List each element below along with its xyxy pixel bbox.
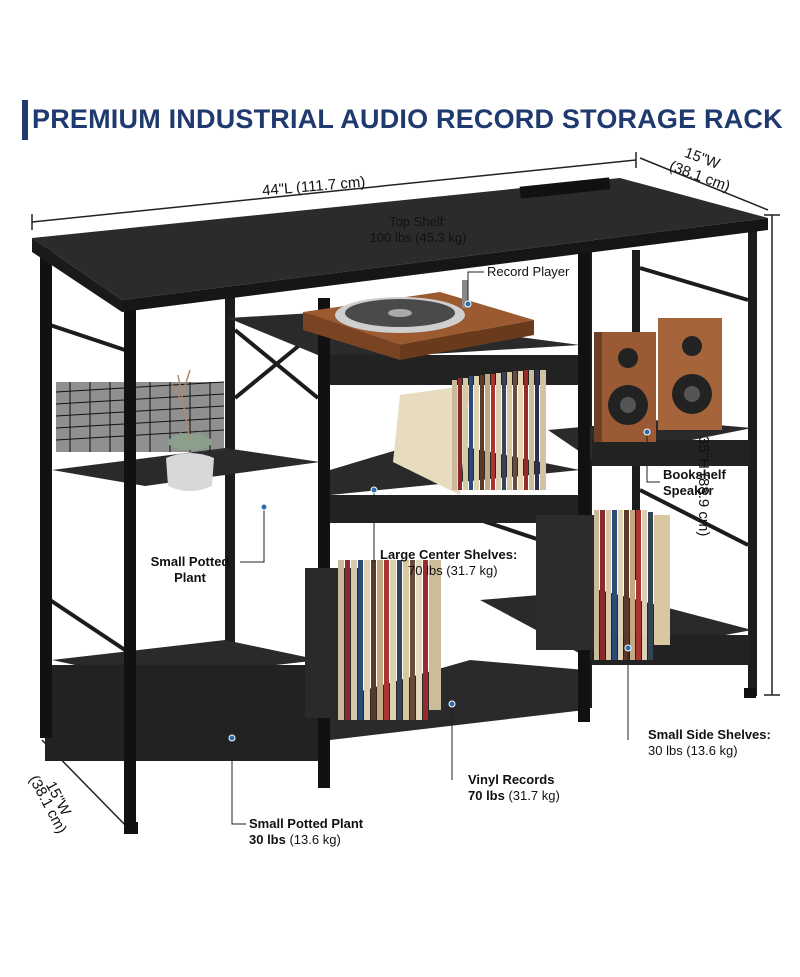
vinyl-records-right (536, 510, 670, 660)
bookshelf-speaker-label: Bookshelf Speaker (663, 467, 726, 499)
top-shelf-label-weight: 100 lbs (45.3 kg) (369, 230, 467, 245)
page-title: PREMIUM INDUSTRIAL AUDIO RECORD STORAGE … (32, 104, 783, 134)
small-potted-plant-label-line1: Small Potted (150, 554, 230, 569)
small-potted-plant-label: Small Potted Plant (142, 554, 238, 586)
bookshelf-speaker-label-line2: Speaker (663, 483, 714, 498)
front-left-leg (40, 248, 52, 728)
small-potted-plant-bottom-weight-rest: (13.6 kg) (285, 832, 341, 847)
power-strip (519, 177, 611, 199)
vinyl-records-middle (393, 370, 546, 495)
large-center-shelves-weight: 70 lbs (31.7 kg) (408, 563, 498, 578)
vinyl-records-label: Vinyl Records 70 lbs (31.7 kg) (468, 772, 560, 804)
potted-plant (166, 369, 214, 491)
bookshelf-speakers (594, 318, 722, 442)
small-side-shelves-weight: 30 lbs (13.6 kg) (648, 743, 738, 758)
callout-dots (228, 300, 651, 742)
small-potted-plant-label-line2: Plant (174, 570, 206, 585)
top-shelf (32, 178, 768, 300)
record-player-label: Record Player (487, 264, 570, 279)
small-side-shelves-title: Small Side Shelves: (648, 727, 771, 742)
vinyl-records-weight-rest: (31.7 kg) (504, 788, 560, 803)
top-shelf-label: Top Shelf: 100 lbs (45.3 kg) (358, 214, 478, 246)
small-potted-plant-bottom-weight: 30 lbs (13.6 kg) (249, 832, 363, 848)
small-potted-plant-bottom-title: Small Potted Plant (249, 816, 364, 831)
small-potted-plant-bottom-weight-bold: 30 lbs (249, 832, 286, 847)
top-shelf-label-title: Top Shelf: (389, 214, 447, 229)
vinyl-records-bottom (305, 560, 441, 720)
large-center-shelves-title: Large Center Shelves: (380, 547, 518, 562)
small-potted-plant-bottom-label: Small Potted Plant 30 lbs (13.6 kg) (249, 816, 363, 848)
front-left-inner-leg (124, 300, 136, 830)
vinyl-records-title: Vinyl Records (468, 772, 555, 787)
title-accent-bar (22, 100, 28, 140)
dimension-lines (31, 152, 780, 831)
vinyl-records-weight-bold: 70 lbs (468, 788, 505, 803)
small-side-shelves-label: Small Side Shelves: 30 lbs (13.6 kg) (648, 727, 771, 759)
vinyl-records-weight: 70 lbs (31.7 kg) (468, 788, 560, 804)
record-player (303, 280, 534, 360)
callout-lines (231, 271, 660, 825)
large-center-shelves-label: Large Center Shelves: 70 lbs (31.7 kg) (380, 547, 517, 579)
bookshelf-speaker-label-line1: Bookshelf (663, 467, 726, 482)
